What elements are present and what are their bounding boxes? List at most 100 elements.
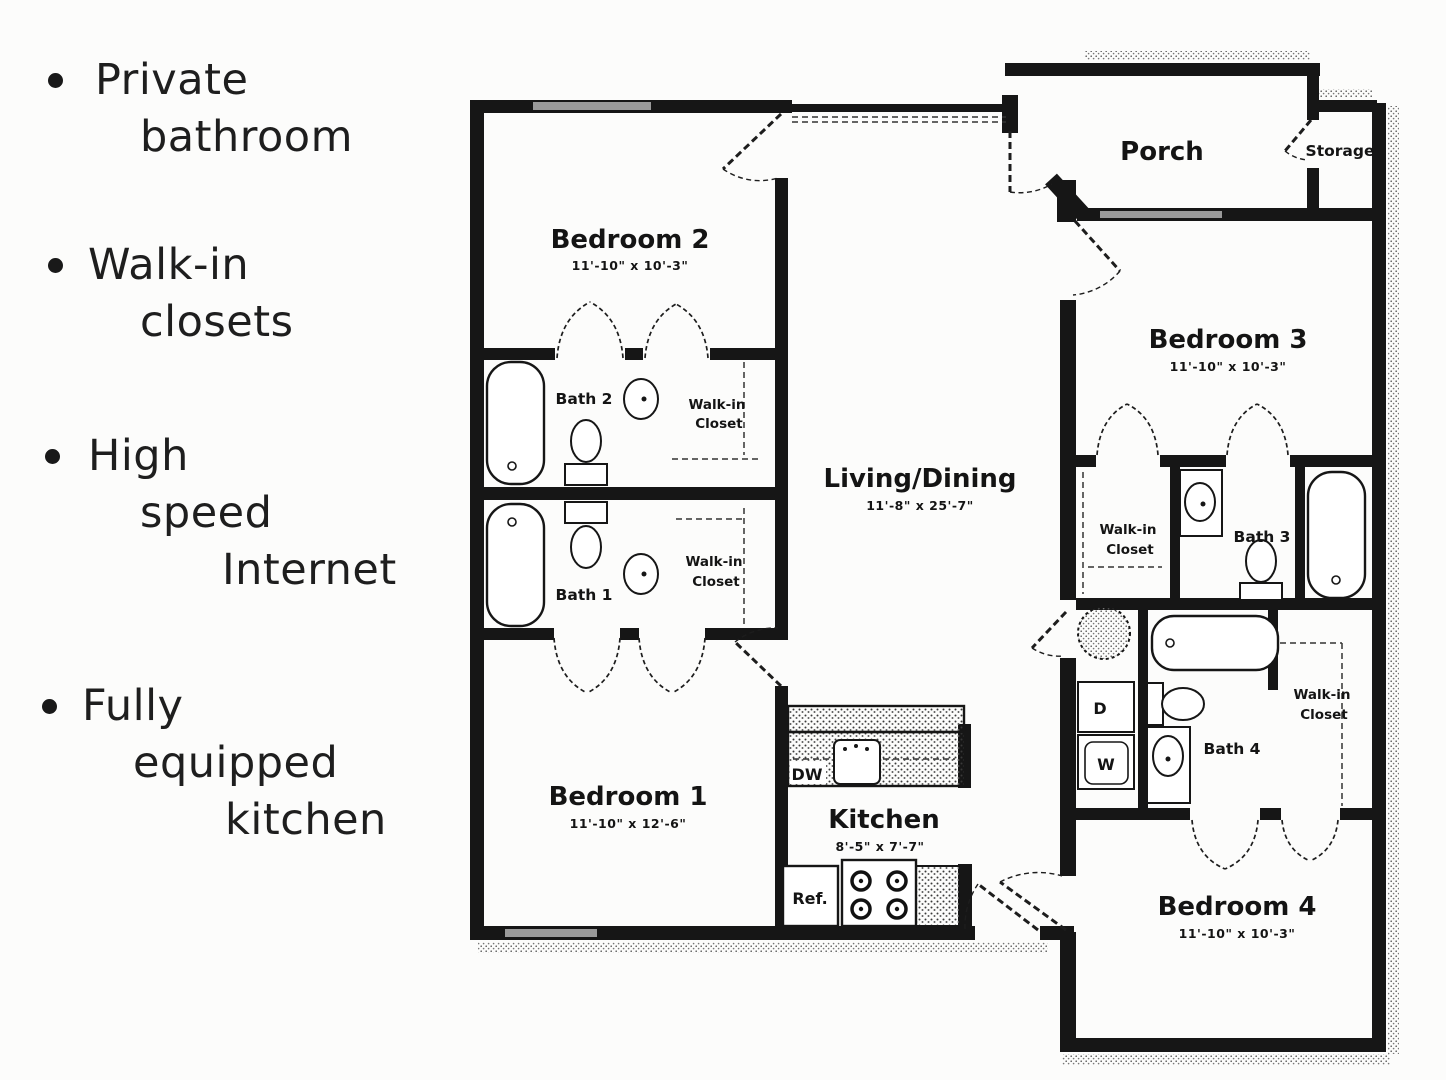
bedroom4-door (999, 871, 1063, 883)
room-label: Bath 3 (1234, 528, 1291, 546)
window (533, 102, 651, 110)
walls (470, 63, 1386, 1052)
sink (623, 378, 659, 420)
closet-label: Closet (695, 416, 743, 432)
bullet-icon (45, 449, 60, 464)
wall (1002, 95, 1018, 133)
bedroom1-door (734, 627, 779, 643)
room-label: Porch (1120, 137, 1204, 167)
bathtub (1150, 614, 1280, 672)
feature-item: High speed Internet (45, 428, 397, 599)
feature-text: Private (95, 55, 249, 105)
room-label: Storage (1306, 142, 1375, 160)
drain (507, 517, 517, 527)
wall (1372, 103, 1386, 1052)
toilet-tank (564, 463, 608, 486)
closet-label: Walk-in (1100, 522, 1157, 538)
bath4-door (1191, 819, 1259, 870)
closet-rod (672, 362, 760, 460)
closet-label: Walk-in (689, 397, 746, 413)
wall (1060, 300, 1076, 600)
wall (1260, 808, 1281, 820)
bath1-door (553, 637, 621, 694)
closet2-door (644, 303, 709, 359)
windows (505, 102, 1222, 937)
exterior-texture (478, 51, 1399, 1065)
wall (1060, 658, 1076, 876)
toilet (570, 525, 602, 569)
room-dims: 11'-10" x 10'-3" (1179, 926, 1296, 941)
storage-door (1284, 150, 1309, 161)
closet-label: Closet (1106, 542, 1154, 558)
wall (705, 628, 788, 640)
room-label: Bedroom 2 (551, 225, 710, 255)
toilet-tank (564, 501, 608, 524)
wall (1290, 455, 1372, 467)
closet4-door (1281, 819, 1339, 862)
dryer-label: D (1093, 699, 1106, 718)
sink-drain (1165, 756, 1171, 762)
counter (786, 704, 966, 734)
water-heater (1077, 606, 1131, 660)
bathtub (485, 360, 546, 486)
window (505, 929, 597, 937)
dishwasher (790, 762, 826, 784)
feature-text: kitchen (225, 795, 387, 845)
room-label: Bath 4 (1204, 740, 1261, 758)
room-dims: 11'-10" x 12'-6" (570, 816, 687, 831)
burners (850, 870, 908, 920)
wall (1295, 467, 1305, 598)
room-dims: 8'-5" x 7'-7" (835, 839, 924, 854)
closet-rod (1082, 472, 1162, 594)
wall (1138, 610, 1148, 808)
entry-door (1009, 183, 1053, 194)
wall (1170, 467, 1180, 598)
hall-door (964, 883, 979, 930)
feature-text: Walk-in (88, 240, 250, 290)
room-dims: 11'-10" x 10'-3" (1170, 359, 1287, 374)
wall (788, 104, 1010, 112)
room-label: Bath 1 (556, 586, 613, 604)
wall (1076, 455, 1096, 467)
closet-label: Walk-in (1294, 687, 1351, 703)
kitchen-fixtures (781, 704, 967, 928)
wall (1005, 63, 1320, 76)
window (1100, 211, 1222, 218)
bathtub (485, 502, 546, 628)
wall (1307, 168, 1319, 208)
toilet-tank (1146, 682, 1164, 726)
wall (620, 628, 639, 640)
wall (1045, 173, 1089, 220)
utility-door (1031, 647, 1065, 657)
sink (1152, 735, 1184, 777)
kitchen-sink (833, 739, 881, 785)
bullet-icon (48, 258, 63, 273)
wall (1160, 455, 1226, 467)
drain (1165, 638, 1175, 648)
feature-text: speed (140, 488, 273, 538)
wall (710, 348, 788, 360)
bath3-door (1226, 403, 1289, 456)
bathtub (1306, 470, 1367, 600)
feature-text: Internet (222, 545, 397, 595)
bullet-icon (48, 73, 63, 88)
wall (775, 178, 788, 630)
wall (1076, 598, 1372, 610)
closet1-door (638, 637, 706, 694)
feature-item: Fully equipped kitchen (42, 678, 387, 849)
wall (1060, 1038, 1386, 1052)
dryer (1077, 681, 1135, 733)
walkway-railing (792, 116, 1006, 123)
dishwasher-label: DW (792, 765, 823, 784)
sink-drain (1200, 501, 1206, 507)
feature-text: bathroom (140, 112, 353, 162)
sink-drain (641, 396, 647, 402)
room-label: Bedroom 3 (1149, 325, 1308, 355)
room-label: Kitchen (828, 805, 940, 835)
wall (625, 348, 643, 360)
feature-text: equipped (133, 738, 339, 788)
wall (1340, 808, 1372, 820)
wall (1076, 808, 1190, 820)
doors (553, 112, 1339, 932)
drain (507, 461, 517, 471)
